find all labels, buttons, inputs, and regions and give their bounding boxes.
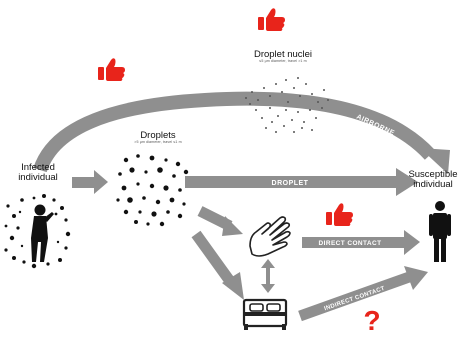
droplets-label: Droplets >5 µm diameter, travel ≤1 m [108, 131, 208, 145]
droplets-cloud [116, 154, 189, 227]
droplets-subtitle: >5 µm diameter, travel ≤1 m [134, 139, 182, 144]
thumbs-up-icon [326, 203, 353, 226]
droplet-arrow [185, 168, 418, 196]
thumbs-up-icon [98, 58, 125, 81]
susceptible-label-line1: Susceptible [408, 169, 458, 180]
droplets-title: Droplets [140, 130, 176, 141]
droplet-nuclei-cloud [245, 77, 329, 133]
infected-label: Infected individual [6, 163, 70, 183]
hand-bed-double-arrow [261, 259, 275, 293]
droplet-label: DROPLET [272, 180, 309, 187]
direct-contact-label: DIRECT CONTACT [319, 240, 382, 247]
infected-label-line2: individual [18, 171, 58, 183]
droplets-to-bed-arrow [191, 230, 244, 300]
thumbs-up-icon [258, 8, 285, 31]
coughing-person-icon [4, 194, 71, 269]
droplet-nuclei-subtitle: ≤5 µm diameter, travel >1 m [259, 58, 307, 63]
infected-to-droplets-arrow [72, 170, 108, 194]
infected-label-line1: Infected [21, 162, 55, 173]
droplet-nuclei-title: Droplet nuclei [253, 49, 313, 60]
airborne-arrow [33, 91, 450, 174]
susceptible-label: Susceptible individual [400, 170, 466, 190]
question-mark-icon: ? [363, 305, 380, 336]
droplets-to-hand-arrow [197, 206, 243, 236]
droplet-nuclei-label: Droplet nuclei ≤5 µm diameter, travel >1… [228, 50, 338, 64]
susceptible-label-line2: individual [413, 178, 453, 190]
direct-contact-arrow [302, 230, 420, 255]
indirect-contact-arrow [298, 266, 428, 322]
person-icon [429, 201, 451, 262]
hand-icon [249, 216, 291, 257]
bed-icon [242, 298, 288, 330]
